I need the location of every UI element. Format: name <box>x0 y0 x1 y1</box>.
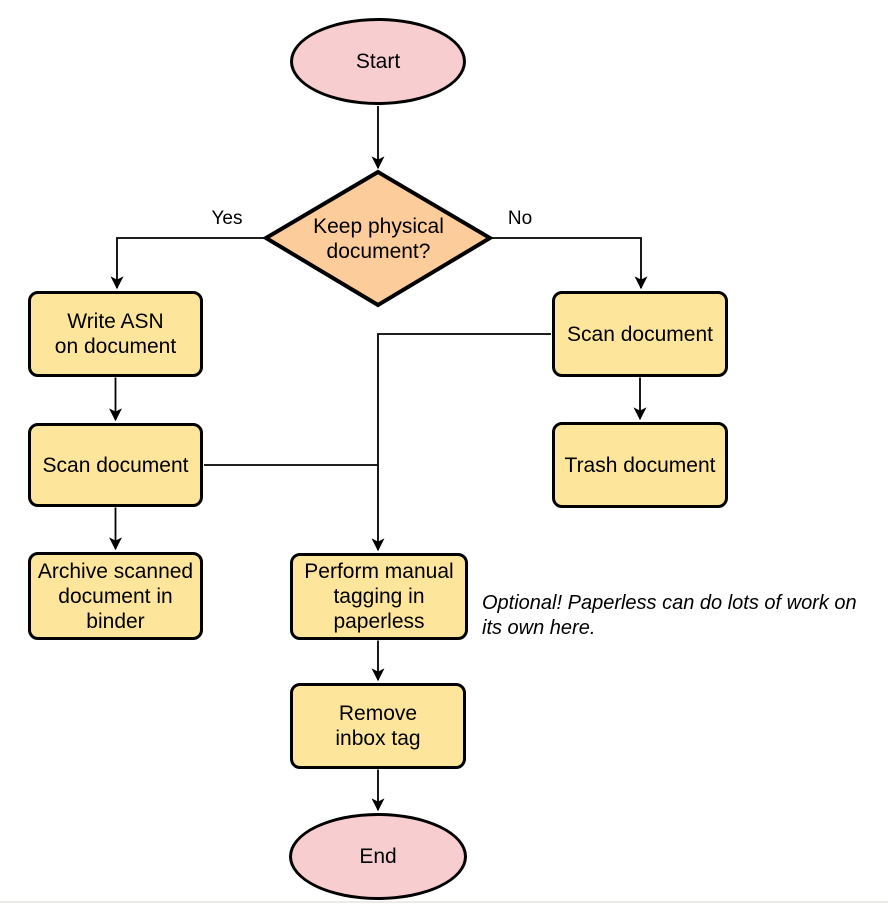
node-end-label: End <box>359 845 397 868</box>
edge-label-yes: Yes <box>211 208 243 229</box>
edge-scan-right-to-tagging <box>371 333 551 552</box>
node-write-asn: Write ASN on document <box>28 291 203 377</box>
node-scan-document-left-label: Scan document <box>42 453 189 477</box>
node-start-label: Start <box>355 50 401 73</box>
edge-decision-no-to-scan-right <box>490 237 648 290</box>
node-decision: Keep physical document? <box>291 214 466 264</box>
optional-note: Optional! Paperless can do lots of work … <box>482 592 857 639</box>
edge-label-no: No <box>507 208 533 229</box>
node-archive-label: Archive scanned document in binder <box>37 559 194 633</box>
node-archive: Archive scanned document in binder <box>28 552 203 640</box>
page-bottom-divider <box>0 901 888 903</box>
node-scan-document-right: Scan document <box>552 291 728 377</box>
node-end: End <box>289 813 467 900</box>
node-trash-label: Trash document <box>564 453 716 477</box>
edge-decision-yes-to-write-asn <box>110 237 266 290</box>
node-remove-inbox-tag: Remove inbox tag <box>290 683 466 769</box>
node-start: Start <box>290 18 466 105</box>
node-write-asn-label: Write ASN on document <box>54 310 177 358</box>
node-scan-document-left: Scan document <box>28 423 203 507</box>
node-trash: Trash document <box>552 422 728 508</box>
decision-diamond-shape <box>262 169 494 308</box>
node-remove-inbox-tag-label: Remove inbox tag <box>335 702 421 750</box>
node-scan-document-right-label: Scan document <box>567 322 713 346</box>
node-decision-label: Keep physical document? <box>313 215 444 263</box>
node-tagging-label: Perform manual tagging in paperless <box>304 560 454 633</box>
node-tagging: Perform manual tagging in paperless <box>290 553 468 640</box>
